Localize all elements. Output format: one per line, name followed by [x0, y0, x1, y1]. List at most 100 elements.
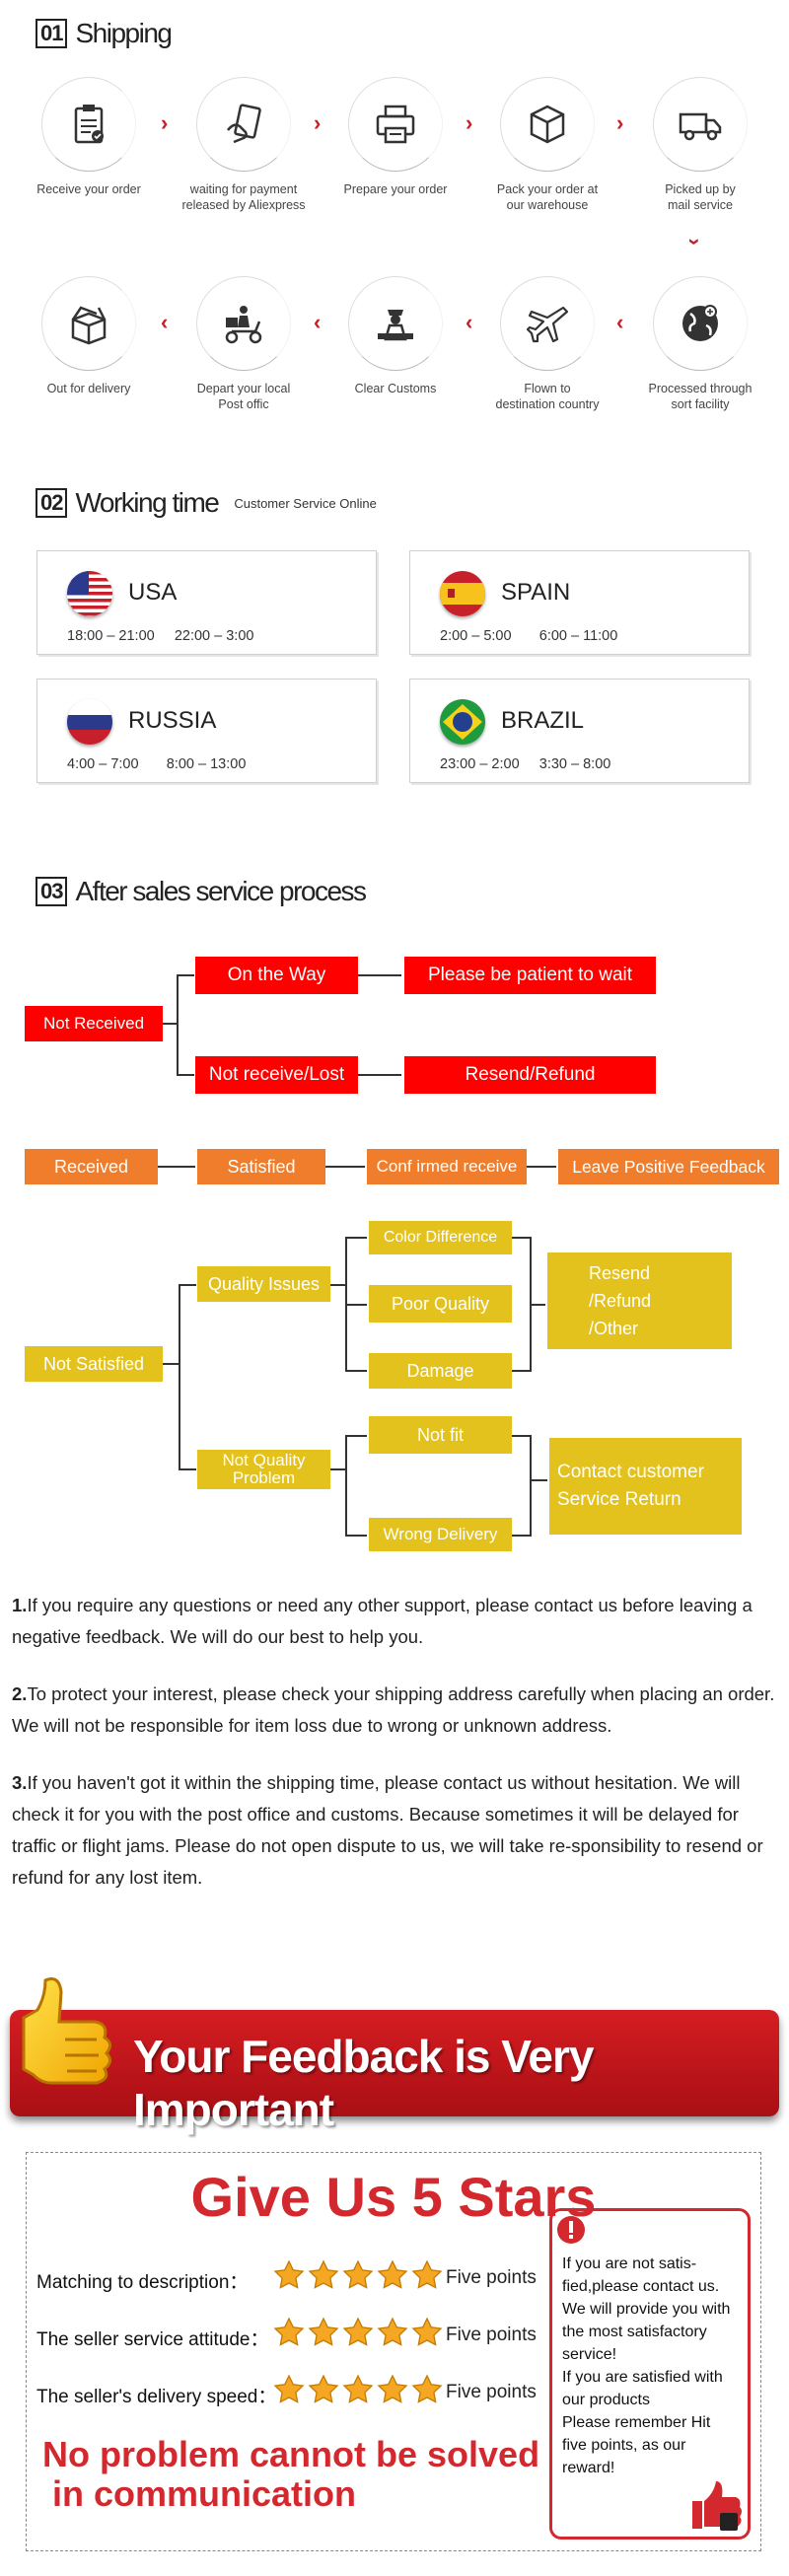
shipping-header: 01 Shipping — [36, 18, 173, 49]
note-number: 1. — [12, 1595, 28, 1615]
not-quality-problem-box: Not Quality Problem — [197, 1450, 330, 1489]
give-five-stars-box: Give Us 5 Stars Matching to description：… — [26, 2152, 761, 2551]
step-flown-destination: Flown to destination country — [473, 276, 621, 412]
thumbs-up-icon — [22, 1977, 111, 2085]
section-number: 01 — [36, 19, 68, 48]
brazil-flag-icon — [440, 699, 485, 745]
step-receive-order: Receive your order — [15, 77, 163, 197]
satisfied-box: Satisfied — [197, 1149, 325, 1184]
star-icon — [377, 2259, 408, 2289]
connector — [345, 1435, 347, 1536]
service-hours: 23:00 – 2:00 3:30 – 8:00 — [440, 756, 611, 772]
be-patient-box: Please be patient to wait — [404, 957, 656, 994]
step-circle — [41, 77, 136, 172]
step-prepare-order: Prepare your order — [322, 77, 469, 197]
connector — [163, 1363, 179, 1365]
step-circle — [196, 276, 291, 371]
leave-feedback-box: Leave Positive Feedback — [558, 1149, 779, 1184]
star-icon — [342, 2259, 374, 2289]
arrow — [527, 1166, 556, 1168]
star-icon — [411, 2317, 443, 2346]
open-box-icon — [71, 306, 107, 345]
clipboard-icon — [74, 105, 104, 144]
note-2: 2.To protect your interest, please check… — [12, 1679, 781, 1742]
step-picked-up: Picked up by mail service — [626, 77, 774, 213]
step-circle — [500, 276, 595, 371]
arrow — [158, 1166, 195, 1168]
step-label: Receive your order — [36, 182, 141, 196]
step-label: Prepare your order — [343, 182, 448, 196]
arrow — [345, 1237, 367, 1239]
received-box: Received — [25, 1149, 158, 1184]
contact-service-box: Contact customer Service Return — [549, 1438, 742, 1535]
rating-points: Five points — [446, 2325, 537, 2345]
notes-section: 1.If you require any questions or need a… — [12, 1590, 781, 1919]
note-number: 2. — [12, 1683, 28, 1704]
working-time-russia: RUSSIA 4:00 – 7:00 8:00 – 13:00 — [36, 679, 377, 783]
arrow — [345, 1304, 367, 1306]
step-label: Picked up by mail service — [665, 182, 736, 212]
not-received-box: Not Received — [25, 1006, 163, 1041]
chevron-right-icon: › — [161, 110, 169, 135]
star-icon — [342, 2374, 374, 2403]
connector — [530, 1435, 532, 1537]
arrow — [358, 1074, 401, 1076]
chevron-left-icon: ‹ — [314, 310, 322, 334]
step-sort-facility: Processed through sort facility — [626, 276, 774, 412]
box-icon — [530, 105, 565, 144]
note-1: 1.If you require any questions or need a… — [12, 1590, 781, 1653]
country-name: SPAIN — [501, 579, 571, 606]
note-text: If you require any questions or need any… — [12, 1595, 753, 1647]
step-circle — [348, 276, 443, 371]
russia-flag-icon — [67, 699, 112, 745]
step-label: Depart your local Post offic — [196, 382, 291, 411]
plane-icon — [526, 306, 569, 343]
rating-stars-description — [273, 2259, 443, 2291]
give-five-stars-title: Give Us 5 Stars — [190, 2166, 597, 2228]
step-label: Flown to destination country — [495, 382, 600, 411]
on-the-way-box: On the Way — [195, 957, 358, 994]
country-name: RUSSIA — [128, 707, 217, 734]
chevron-left-icon: ‹ — [161, 310, 169, 334]
arrow — [345, 1370, 367, 1372]
star-icon — [377, 2317, 408, 2346]
arrow — [345, 1435, 367, 1437]
service-hours: 4:00 – 7:00 8:00 – 13:00 — [67, 756, 247, 772]
connector — [330, 1468, 345, 1470]
rating-points: Five points — [446, 2267, 537, 2288]
step-label: Processed through sort facility — [648, 382, 753, 411]
connector — [177, 974, 179, 1075]
card-hand-icon — [227, 104, 261, 144]
connector — [330, 1284, 345, 1286]
step-label: Pack your order at our warehouse — [496, 182, 599, 212]
connector — [512, 1535, 530, 1537]
step-waiting-payment: waiting for payment released by Aliexpre… — [170, 77, 318, 213]
poor-quality-box: Poor Quality — [369, 1285, 512, 1323]
printer-icon — [376, 105, 415, 144]
arrow — [325, 1166, 365, 1168]
step-circle — [41, 276, 136, 371]
section-title: Working time — [75, 487, 219, 518]
no-problem-slogan: No problem cannot be solved in communica… — [42, 2434, 540, 2514]
connector — [177, 974, 194, 976]
note-number: 3. — [12, 1772, 28, 1793]
service-hours: 18:00 – 21:00 22:00 – 3:00 — [67, 628, 254, 644]
after-sales-header: 03 After sales service process — [36, 876, 367, 907]
step-circle — [196, 77, 291, 172]
country-name: BRAZIL — [501, 707, 585, 734]
connector — [163, 1023, 177, 1025]
customs-officer-icon — [378, 310, 413, 341]
service-hours: 2:00 – 5:00 6:00 – 11:00 — [440, 628, 618, 644]
connector — [179, 1284, 180, 1469]
truck-icon — [679, 112, 722, 141]
star-icon — [273, 2259, 305, 2289]
step-circle — [653, 276, 748, 371]
star-icon — [342, 2317, 374, 2346]
star-icon — [308, 2317, 339, 2346]
section-title: After sales service process — [75, 876, 367, 906]
chevron-right-icon: › — [314, 110, 322, 135]
star-icon — [273, 2317, 305, 2346]
note-3: 3.If you haven't got it within the shipp… — [12, 1767, 781, 1894]
arrow — [345, 1535, 367, 1537]
not-satisfied-box: Not Satisfied — [25, 1346, 163, 1382]
